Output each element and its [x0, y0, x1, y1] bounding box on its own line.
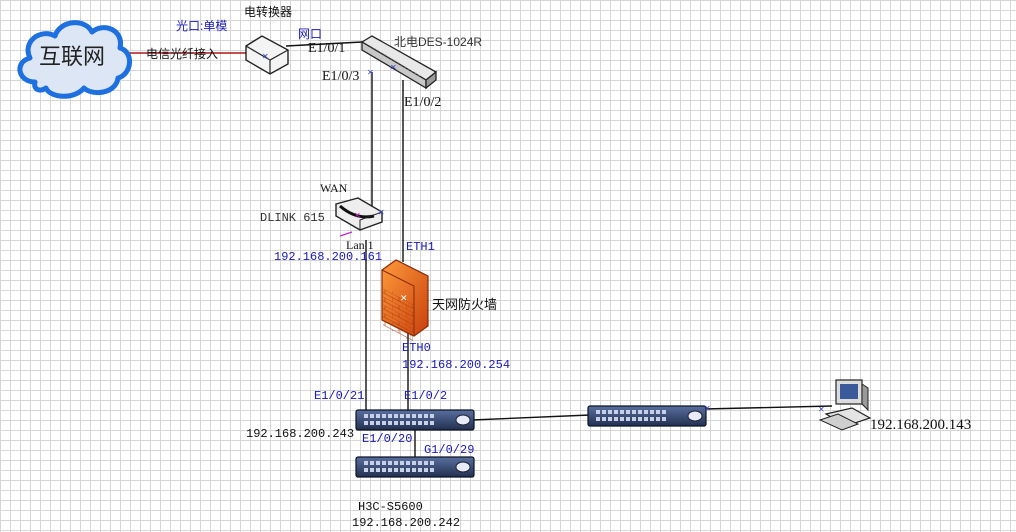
svg-text:✕: ✕ [390, 63, 397, 72]
h3c-bottom-model: H3C-S5600 [358, 500, 423, 514]
h3c-bottom-switch [355, 456, 475, 478]
h3c-top-port-firewall: E1/0/2 [404, 389, 447, 403]
converter-optical-port-label: 光口:单模 [176, 19, 227, 33]
h3c-top-ip: 192.168.200.243 [246, 427, 354, 441]
fiber-link-label: 电信光纤接入 [146, 46, 218, 61]
internet-cloud: 互联网 [17, 20, 132, 99]
converter-title: 电转换器 [244, 4, 292, 19]
firewall-eth1-label: ETH1 [406, 240, 435, 254]
internet-label: 互联网 [39, 44, 105, 69]
h3c-bottom-ip: 192.168.200.242 [352, 516, 460, 530]
firewall-eth0-label: ETH0 [402, 341, 431, 355]
link-magenta-stub [339, 231, 353, 237]
svg-text:✕: ✕ [818, 405, 825, 414]
core-switch-port-router: E1/0/3 [322, 69, 359, 84]
pc-ip: 192.168.200.143 [870, 417, 971, 433]
core-switch: ✕ [360, 35, 438, 90]
access-switch [587, 405, 707, 427]
computer-icon [818, 379, 872, 431]
h3c-top-switch [355, 409, 475, 431]
connector-markers: ✕ ✕ ✕ [367, 68, 825, 414]
firewall-ip: 192.168.200.254 [402, 358, 510, 372]
svg-text:✕: ✕ [704, 404, 711, 413]
core-switch-port-firewall: E1/0/2 [404, 95, 441, 110]
h3c-bottom-port-stack: G1/0/29 [424, 443, 474, 457]
media-converter: ✕ [245, 35, 289, 75]
svg-text:✕: ✕ [262, 52, 269, 61]
link-access-pc [703, 405, 833, 410]
link-converter-switch [285, 41, 363, 47]
router: ✕ ✕ [335, 197, 385, 231]
cloud-icon [17, 20, 132, 99]
svg-text:✕: ✕ [400, 293, 408, 303]
firewall: ✕ [381, 259, 429, 343]
router-wan-label: WAN [320, 181, 348, 195]
router-name: DLINK 615 [260, 211, 325, 225]
converter-network-port-label: 网口 [298, 27, 322, 41]
core-switch-model: 北电DES-1024R [394, 35, 482, 49]
svg-text:✕: ✕ [354, 211, 361, 220]
svg-text:✕: ✕ [367, 68, 374, 77]
svg-text:✕: ✕ [378, 208, 385, 217]
core-switch-port-converter: E1/0/1 [308, 41, 345, 56]
h3c-top-port-router: E1/0/21 [314, 389, 364, 403]
h3c-top-port-stack: E1/0/20 [362, 432, 412, 446]
pc [818, 379, 872, 431]
router-ip: 192.168.200.161 [274, 250, 382, 264]
link-h3c-access [471, 414, 591, 421]
links [122, 41, 833, 458]
firewall-name: 天网防火墙 [432, 297, 497, 312]
router-lan-label: Lan 1 [346, 238, 374, 252]
